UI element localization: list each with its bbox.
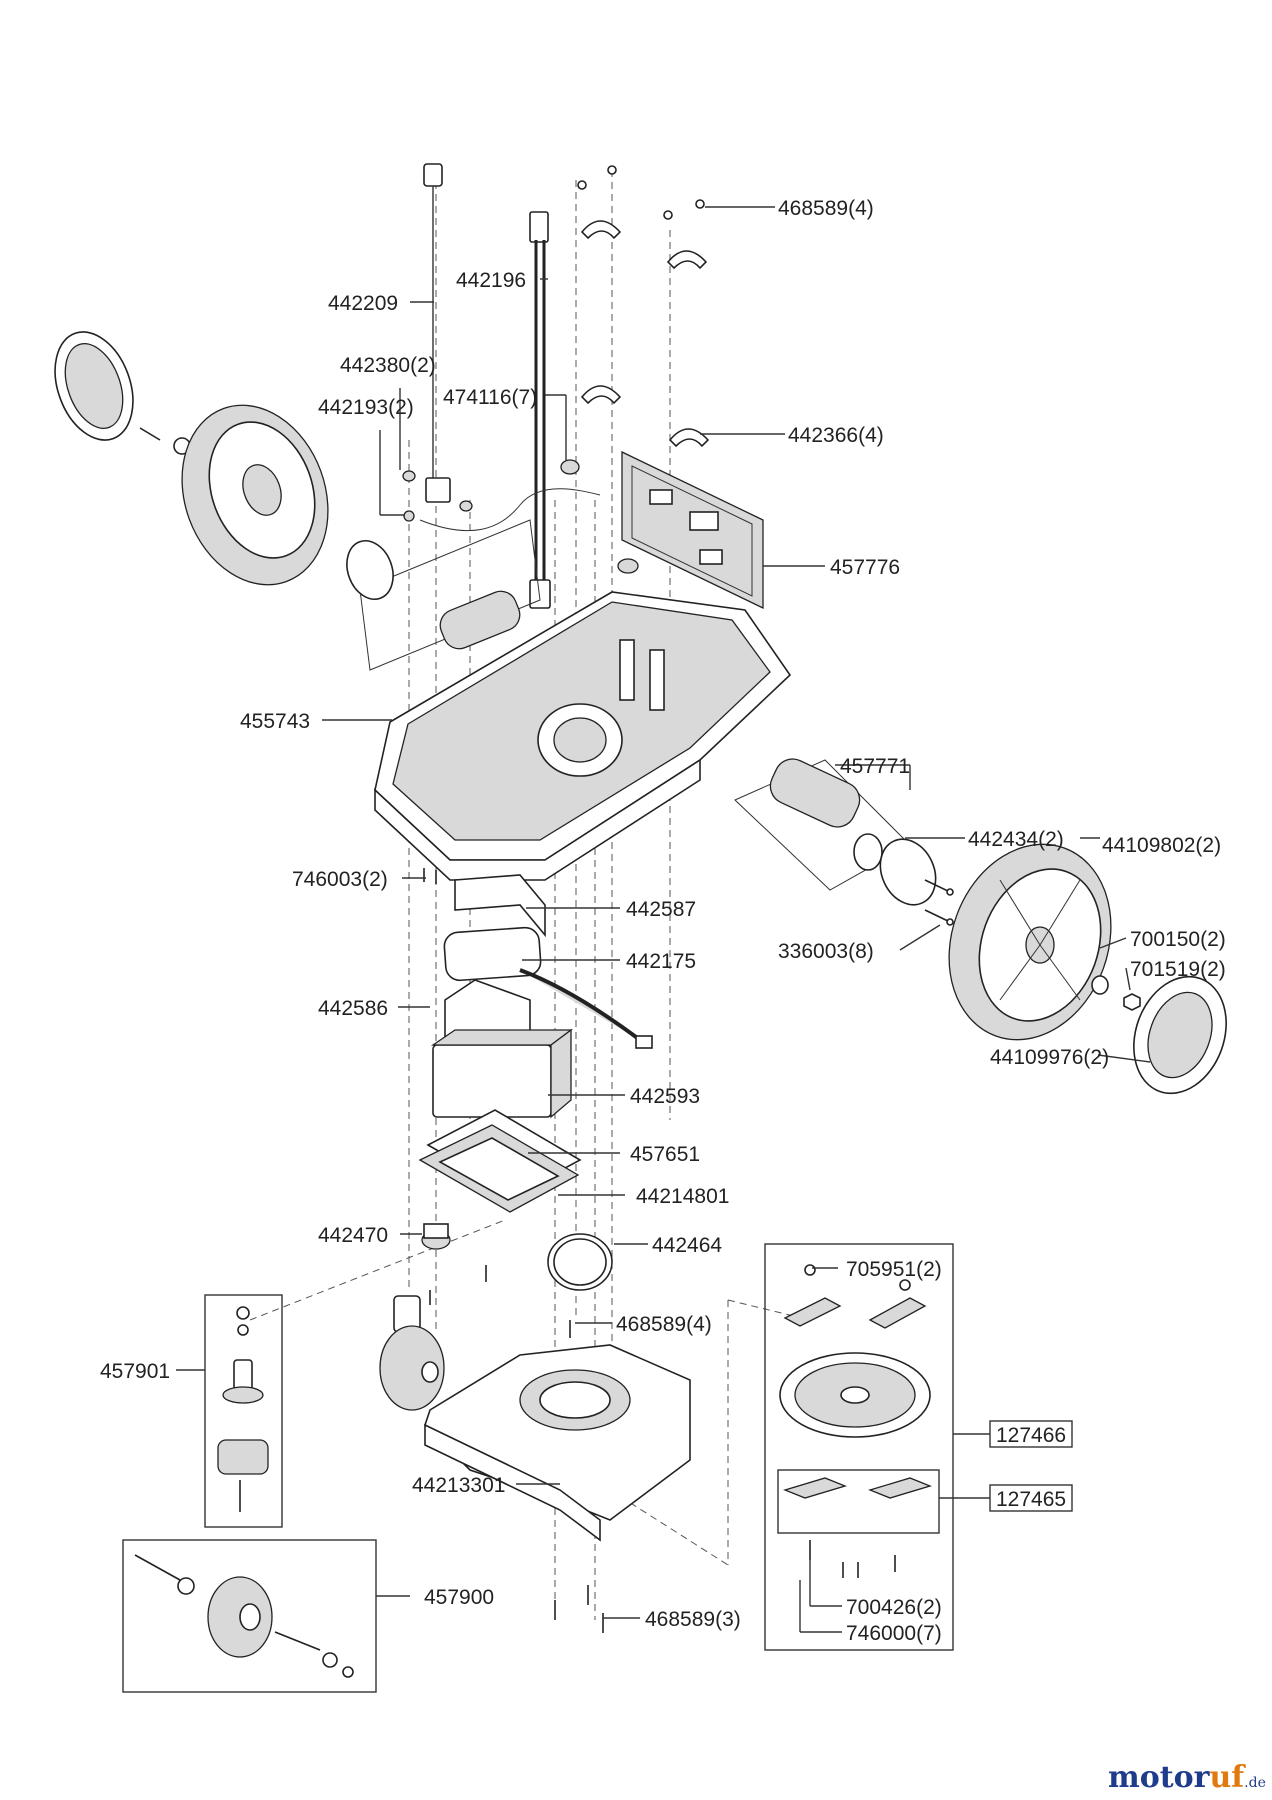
logo-suffix: .de [1244,1775,1266,1791]
blade-kit-127466 [764,1243,954,1651]
label-127466: 127466 [996,1424,1066,1447]
bottom-screws-468589 [554,1585,604,1633]
label-336003: 336003(8) [778,940,874,963]
chassis-455743 [374,591,792,881]
label-746003: 746003(2) [292,868,388,891]
label-442366: 442366(4) [788,424,884,447]
left-wheel-axle-screw [139,427,191,455]
connector-wire [419,488,601,532]
label-457776: 457776 [830,556,900,579]
rear-wheel-457900 [122,1539,377,1693]
battery-442593 [430,1028,573,1119]
label-442586: 442586 [318,997,388,1020]
blade-set-127465 [777,1469,940,1534]
o-ring-442464 [547,1233,613,1291]
label-442464: 442464 [652,1234,722,1257]
label-frame-127466 [989,1420,1073,1448]
label-442193: 442193(2) [318,396,414,419]
label-705951: 705951(2) [846,1258,942,1281]
label-442175: 442175 [626,950,696,973]
right-motor-screws [924,879,954,926]
battery-lid-44214801 [418,1124,580,1213]
label-700150: 700150(2) [1130,928,1226,951]
label-468589-4-top: 468589(4) [778,197,874,220]
svg-text:motoruf.de: motoruf.de [1108,1760,1266,1795]
label-44214801: 44214801 [636,1185,729,1208]
chassis-bottom-screws [423,868,571,1338]
label-442380: 442380(2) [340,354,436,377]
left-motor-457771-mirror [346,519,541,671]
label-442593: 442593 [630,1085,700,1108]
battery-cable [519,968,653,1049]
top-screws-and-clips [402,165,710,574]
part-labels: 468589(4) 442196 442209 442380(2) 474116… [100,197,1226,1645]
logo-brand-a: motor [1108,1760,1211,1795]
plug-442470 [421,1223,451,1250]
right-wheel-44109802 [948,843,1112,1041]
label-frame-127465 [989,1484,1073,1512]
right-wheel-washer-nut [1091,975,1141,1011]
right-wheel-hubcap-44109976 [1133,975,1227,1095]
foam-pad-442175 [443,926,542,982]
label-746000: 746000(7) [846,1622,942,1645]
caster-kit-457901 [204,1294,283,1528]
front-caster-wheel [379,1295,445,1411]
battery-cover-442587 [454,874,546,938]
label-457771: 457771 [840,755,910,778]
label-442209: 442209 [328,292,398,315]
right-motor-457771 [734,758,937,906]
label-442470: 442470 [318,1224,388,1247]
label-442587: 442587 [626,898,696,921]
wire-harness-442209 [423,163,451,503]
wire-harness-442196 [529,211,551,609]
motoruf-logo: motoruf.de [1108,1760,1266,1795]
label-700426: 700426(2) [846,1596,942,1619]
left-wheel-hubcap [54,331,134,441]
leader-lines [176,206,1151,1633]
label-44109976: 44109976(2) [990,1046,1109,1069]
label-442434: 442434(2) [968,828,1064,851]
label-457901: 457901 [100,1360,170,1383]
label-457900: 457900 [424,1586,494,1609]
blade-screws [809,1540,896,1578]
label-455743: 455743 [240,710,310,733]
left-wheel [181,404,329,586]
label-442196: 442196 [456,269,526,292]
label-468589-4-mid: 468589(4) [616,1313,712,1336]
logo-brand-b: uf [1209,1760,1246,1795]
label-701519: 701519(2) [1130,958,1226,981]
label-127465: 127465 [996,1488,1066,1511]
bottom-cover-44213301 [424,1344,691,1542]
label-468589-3: 468589(3) [645,1608,741,1631]
label-44213301: 44213301 [412,1474,505,1497]
label-44109802: 44109802(2) [1102,834,1221,857]
label-457651: 457651 [630,1143,700,1166]
label-474116: 474116(7) [443,386,537,409]
pcb-457776 [621,450,764,610]
